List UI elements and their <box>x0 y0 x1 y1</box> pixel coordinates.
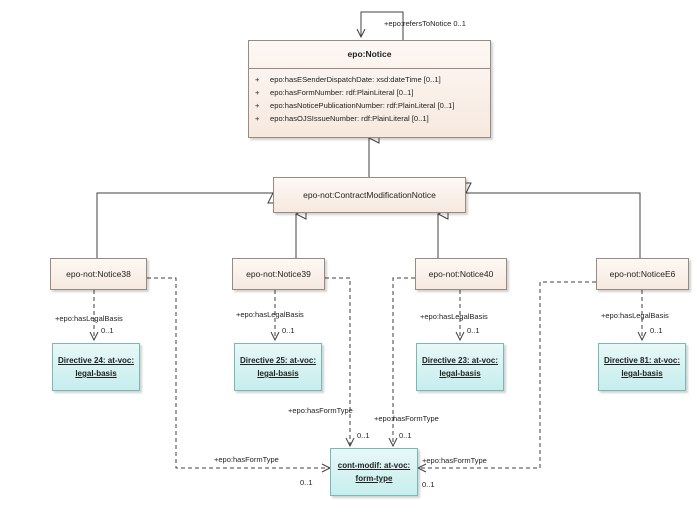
class-noticeE6-title: epo-not:NoticeE6 <box>609 269 676 279</box>
vocab-directive-24-line1: Directive 24: at-voc: <box>57 356 135 365</box>
vocab-directive-24-line2: legal-basis <box>75 369 117 378</box>
class-epo-notice-title: epo:Notice <box>347 49 392 59</box>
label-legal-basis-39: +epo:hasLegalBasis <box>236 310 304 319</box>
class-epo-notice[interactable]: epo:Notice + epo:hasESenderDispatchDate: … <box>248 40 491 138</box>
form-type-edge-40 <box>393 277 415 446</box>
form-type-edge-E6 <box>418 281 596 468</box>
visibility-marker: + <box>255 75 260 84</box>
vocab-directive-24[interactable]: Directive 24: at-voc: legal-basis <box>52 343 140 391</box>
vocab-form-type-line2: form-type <box>355 474 393 483</box>
label-form-type-40: +epo:hasFormType <box>374 414 439 423</box>
vocab-directive-25-line2: legal-basis <box>257 369 299 378</box>
attribute-row: + epo:hasESenderDispatchDate: xsd:dateTim… <box>249 73 490 86</box>
form-type-edge-39 <box>325 277 350 446</box>
attribute-row: + epo:hasOJSIssueNumber: rdf:PlainLiteral… <box>249 112 490 125</box>
class-notice38-title: epo-not:Notice38 <box>66 269 131 279</box>
label-mult-38: 0..1 <box>101 326 114 335</box>
class-notice39-title: epo-not:Notice39 <box>246 269 311 279</box>
label-form-type-E6: +epo:hasFormType <box>422 456 487 465</box>
generalization-noticeE6 <box>466 193 641 258</box>
vocab-directive-81-line2: legal-basis <box>621 369 663 378</box>
class-epo-notice-attributes: + epo:hasESenderDispatchDate: xsd:dateTim… <box>249 68 490 137</box>
class-contract-modification-notice[interactable]: epo-not:ContractModificationNotice <box>273 177 466 213</box>
label-mult-E6: 0..1 <box>650 326 663 335</box>
refers-to-notice-edge <box>361 11 404 40</box>
label-form-type-38: +epo:hasFormType <box>214 455 279 464</box>
attribute-text: epo:hasOJSIssueNumber: rdf:PlainLiteral … <box>270 114 429 123</box>
label-mult-form-38: 0..1 <box>300 478 313 487</box>
attribute-row: + epo:hasFormNumber: rdf:PlainLiteral [0.… <box>249 86 490 99</box>
class-notice40-title: epo-not:Notice40 <box>428 269 494 279</box>
vocab-directive-25[interactable]: Directive 25: at-voc: legal-basis <box>234 343 322 391</box>
label-mult-40: 0..1 <box>467 326 480 335</box>
vocab-directive-23[interactable]: Directive 23: at-voc: legal-basis <box>416 343 504 391</box>
label-mult-form-40: 0..1 <box>399 431 412 440</box>
attribute-text: epo:hasNoticePublicationNumber: rdf:Plai… <box>270 101 455 110</box>
vocab-form-type[interactable]: cont-modif: at-voc: form-type <box>330 448 418 496</box>
label-form-type-39: +epo:hasFormType <box>288 406 353 415</box>
label-legal-basis-38: +epo:hasLegalBasis <box>55 314 123 323</box>
attribute-row: + epo:hasNoticePublicationNumber: rdf:Pla… <box>249 99 490 112</box>
class-notice39[interactable]: epo-not:Notice39 <box>232 258 325 290</box>
visibility-marker: + <box>255 88 260 97</box>
vocab-form-type-line1: cont-modif: at-voc: <box>337 461 411 470</box>
form-type-edge-38 <box>147 277 330 468</box>
label-legal-basis-40: +epo:hasLegalBasis <box>420 312 488 321</box>
label-mult-form-39: 0..1 <box>357 431 370 440</box>
class-noticeE6[interactable]: epo-not:NoticeE6 <box>596 258 689 290</box>
vocab-directive-23-line1: Directive 23: at-voc: <box>421 356 499 365</box>
vocab-directive-23-line2: legal-basis <box>439 369 481 378</box>
class-notice40[interactable]: epo-not:Notice40 <box>415 258 507 290</box>
class-notice38[interactable]: epo-not:Notice38 <box>50 258 147 290</box>
label-mult-39: 0..1 <box>282 326 295 335</box>
vocab-directive-25-line1: Directive 25: at-voc: <box>239 356 317 365</box>
attribute-text: epo:hasFormNumber: rdf:PlainLiteral [0..… <box>270 88 414 97</box>
generalization-notice38 <box>96 193 273 258</box>
label-refers-to-notice: +epo:refersToNotice 0..1 <box>384 19 466 28</box>
class-contract-modification-notice-title: epo-not:ContractModificationNotice <box>303 190 436 200</box>
visibility-marker: + <box>255 101 260 110</box>
label-legal-basis-E6: +epo:hasLegalBasis <box>601 311 669 320</box>
visibility-marker: + <box>255 114 260 123</box>
label-mult-form-E6: 0..1 <box>422 480 435 489</box>
vocab-directive-81[interactable]: Directive 81: at-voc: legal-basis <box>598 343 686 391</box>
vocab-directive-81-line1: Directive 81: at-voc: <box>603 356 681 365</box>
attribute-text: epo:hasESenderDispatchDate: xsd:dateTime… <box>270 75 441 84</box>
